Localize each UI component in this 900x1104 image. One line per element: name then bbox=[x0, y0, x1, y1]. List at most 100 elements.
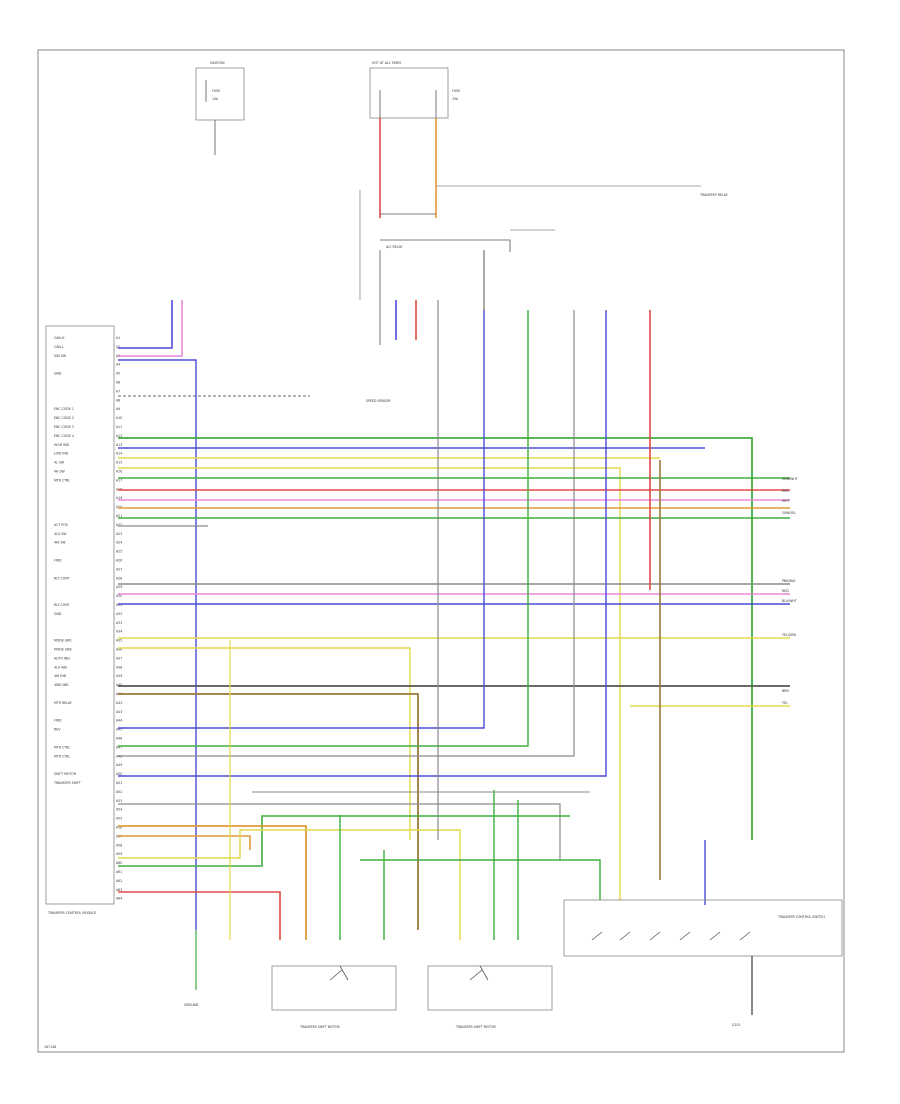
svg-text:10A: 10A bbox=[212, 97, 219, 101]
top-right-fuse-box: HOT AT ALL TIMES FUSE 15A TRANSFER RELAY bbox=[369, 61, 728, 218]
pin-label: TRANSFER SHIFT bbox=[53, 781, 81, 785]
pin-label: IGN SW bbox=[54, 354, 67, 358]
pin-number: A59 bbox=[116, 852, 122, 856]
pin-number: A38 bbox=[116, 665, 122, 669]
pin-label: CAN-H bbox=[54, 336, 65, 340]
pin-number: A25 bbox=[116, 550, 122, 554]
pin-number: A63 bbox=[116, 888, 122, 892]
pin-label: 4LO IND bbox=[54, 665, 68, 669]
pin-number: A14 bbox=[116, 452, 122, 456]
relay-block: A/C RELAY SPEED SENSOR bbox=[359, 190, 555, 403]
svg-text:15A: 15A bbox=[452, 97, 459, 101]
pin-number: A47 bbox=[116, 745, 122, 749]
pin-number: A42 bbox=[116, 701, 122, 705]
pin-number: A53 bbox=[116, 799, 122, 803]
pin-number: A28 bbox=[116, 576, 122, 580]
shift-motor-right: TRANSFER SHIFT MOTOR bbox=[427, 965, 553, 1029]
wire-yellow-2 bbox=[118, 467, 621, 900]
shift-motor-left: TRANSFER SHIFT MOTOR bbox=[271, 965, 397, 1029]
pin-number: A19 bbox=[116, 496, 122, 500]
wire-blue-4 bbox=[118, 310, 607, 777]
pin-number: A1 bbox=[116, 336, 120, 340]
pin-label: MODE SW1 bbox=[54, 639, 72, 643]
pin-label: FWD bbox=[54, 559, 62, 563]
wire-green-4 bbox=[118, 815, 570, 867]
pin-label: MTR CTRL bbox=[54, 754, 70, 758]
pin-number: A54 bbox=[116, 808, 122, 812]
pin-number: A26 bbox=[116, 559, 122, 563]
pin-label: ENC CODE 3 bbox=[54, 425, 74, 429]
pin-label: 4HI SW bbox=[54, 541, 66, 545]
pin-number: A37 bbox=[116, 656, 122, 660]
pin-number: A39 bbox=[116, 674, 122, 678]
pin-number: A62 bbox=[116, 879, 122, 883]
pin-number: A29 bbox=[116, 585, 122, 589]
pin-label: LOW IND bbox=[54, 452, 69, 456]
pin-label: ENC CODE 1 bbox=[54, 407, 74, 411]
pin-number: A31 bbox=[116, 603, 122, 607]
pin-number: A2 bbox=[116, 345, 120, 349]
pin-number: A50 bbox=[116, 772, 122, 776]
pin-number: A27 bbox=[116, 567, 122, 571]
right-wire-label: YEL bbox=[782, 701, 788, 705]
wire-orange-2 bbox=[118, 825, 307, 940]
pin-number: A4 bbox=[116, 363, 120, 367]
wires bbox=[118, 250, 790, 940]
pin-number: A15 bbox=[116, 461, 122, 465]
pin-number: A58 bbox=[116, 843, 122, 847]
pin-number: A12 bbox=[116, 434, 122, 438]
pin-label: HIGH IND bbox=[54, 443, 70, 447]
svg-text:FUSE: FUSE bbox=[212, 89, 220, 93]
wire-red-2 bbox=[118, 891, 281, 940]
pin-number: A60 bbox=[116, 861, 122, 865]
pin-label: 4L SW bbox=[54, 461, 65, 465]
svg-text:TRANSFER CONTROL MODULE: TRANSFER CONTROL MODULE bbox=[47, 911, 96, 915]
wire-green-3 bbox=[118, 310, 529, 747]
svg-text:FUSE: FUSE bbox=[452, 89, 460, 93]
pin-number: A32 bbox=[116, 612, 122, 616]
pin-number: A56 bbox=[116, 826, 122, 830]
svg-text:SPEED SENSOR: SPEED SENSOR bbox=[366, 399, 391, 403]
diagram-border bbox=[37, 49, 845, 1053]
pin-label: GND bbox=[54, 612, 62, 616]
right-wire-label: RED bbox=[782, 489, 789, 493]
right-wire-label: GRN/WHT bbox=[782, 477, 798, 481]
pin-number: A16 bbox=[116, 470, 122, 474]
wire-gray-3 bbox=[118, 310, 575, 757]
figure-id: 167148 bbox=[44, 1045, 56, 1049]
pin-label: REV bbox=[54, 728, 61, 732]
wire-brown-drop bbox=[118, 693, 419, 930]
pin-number: A30 bbox=[116, 594, 122, 598]
pin-number: A11 bbox=[116, 425, 122, 429]
right-wire-label: YEL/GRN bbox=[782, 633, 796, 637]
pin-number: A13 bbox=[116, 443, 122, 447]
svg-text:A/C RELAY: A/C RELAY bbox=[386, 245, 403, 249]
wire-green-bus bbox=[118, 437, 753, 840]
pin-number: A46 bbox=[116, 737, 122, 741]
pin-number: A33 bbox=[116, 621, 122, 625]
pin-number: A64 bbox=[116, 897, 122, 901]
pin-number: A49 bbox=[116, 763, 122, 767]
pin-label: ENC CODE 4 bbox=[54, 434, 74, 438]
wire-gray-4 bbox=[118, 803, 561, 860]
pin-number: A55 bbox=[116, 817, 122, 821]
wire-orange-3 bbox=[118, 835, 251, 850]
pin-label: MTR CTRL bbox=[54, 478, 70, 482]
wire-yellow-3 bbox=[118, 829, 461, 940]
svg-text:G101: G101 bbox=[732, 1023, 741, 1027]
pin-number: A23 bbox=[116, 532, 122, 536]
pin-label: GND bbox=[54, 372, 62, 376]
pin-number: A20 bbox=[116, 505, 122, 509]
ground-left: GROUND bbox=[184, 930, 199, 1007]
pin-number: A45 bbox=[116, 728, 122, 732]
pin-number: A43 bbox=[116, 710, 122, 714]
pin-number: A51 bbox=[116, 781, 122, 785]
wire-yellow-drop bbox=[118, 647, 411, 840]
wire-blue-3 bbox=[118, 310, 485, 729]
svg-text:IGNITION: IGNITION bbox=[210, 61, 225, 65]
pin-number: A35 bbox=[116, 639, 122, 643]
pin-number: A21 bbox=[116, 514, 122, 518]
right-wire-label: BRN bbox=[782, 689, 789, 693]
svg-text:HOT AT ALL TIMES: HOT AT ALL TIMES bbox=[372, 61, 401, 65]
